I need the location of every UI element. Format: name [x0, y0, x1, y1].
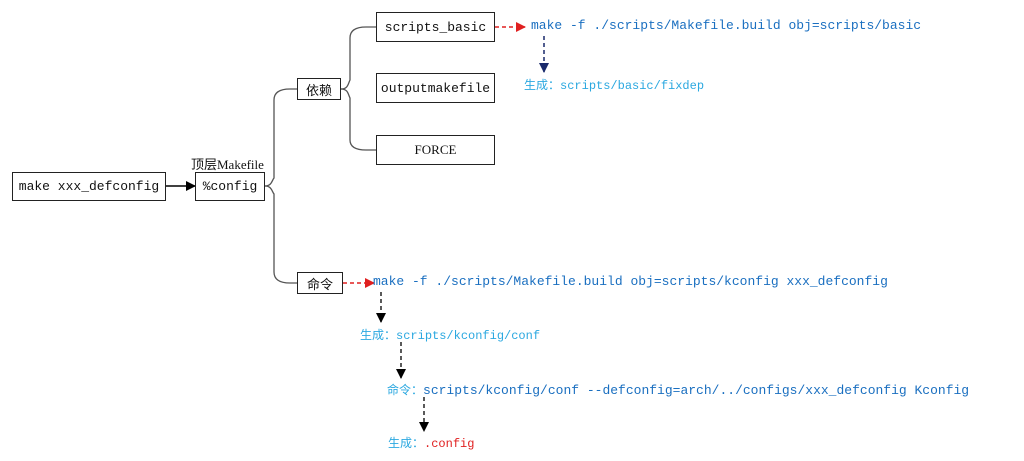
dotconfig-output: 生成：.config: [388, 434, 474, 451]
conf-output-prefix: 生成：: [360, 328, 397, 342]
cmd-label: 命令: [306, 277, 333, 293]
conf-command-prefix: 命令：: [387, 383, 424, 397]
root-label: make xxx_defconfig: [18, 179, 160, 194]
dep-scripts-basic-box: scripts_basic: [376, 12, 495, 42]
cmd-box: 命令: [297, 272, 343, 294]
target-brace: [264, 88, 297, 187]
deps-box: 依赖: [297, 78, 341, 100]
conf-output-value: scripts/kconfig/conf: [396, 329, 541, 343]
deps-brace-lower: [340, 88, 376, 151]
deps-label: 依赖: [305, 83, 332, 99]
conf-command: 命令：scripts/kconfig/conf --defconfig=arch…: [387, 381, 969, 398]
fixdep-output-prefix: 生成：: [524, 78, 561, 92]
dotconfig-output-value: .config: [424, 437, 475, 451]
fixdep-output-value: scripts/basic/fixdep: [560, 79, 705, 93]
root-make-defconfig-box: make xxx_defconfig: [12, 172, 166, 201]
target-config-box: %config: [195, 172, 265, 201]
dep-outputmakefile-box: outputmakefile: [376, 73, 495, 103]
target-label: %config: [202, 179, 258, 194]
dep-outputmakefile-label: outputmakefile: [380, 80, 491, 96]
dep-force-label: FORCE: [414, 142, 457, 157]
target-caption: 顶层Makefile: [191, 157, 264, 172]
kconfig-command: make -f ./scripts/Makefile.build obj=scr…: [373, 274, 888, 289]
scripts-basic-command: make -f ./scripts/Makefile.build obj=scr…: [531, 18, 922, 33]
dep-scripts-basic-label: scripts_basic: [384, 19, 487, 35]
conf-command-value: scripts/kconfig/conf --defconfig=arch/..…: [423, 383, 970, 398]
deps-brace-upper: [340, 26, 376, 90]
dep-force-box: FORCE: [376, 135, 495, 165]
dotconfig-output-prefix: 生成：: [388, 436, 425, 450]
target-brace-lower: [264, 185, 297, 284]
conf-output: 生成：scripts/kconfig/conf: [360, 326, 540, 343]
fixdep-output: 生成：scripts/basic/fixdep: [524, 76, 704, 93]
